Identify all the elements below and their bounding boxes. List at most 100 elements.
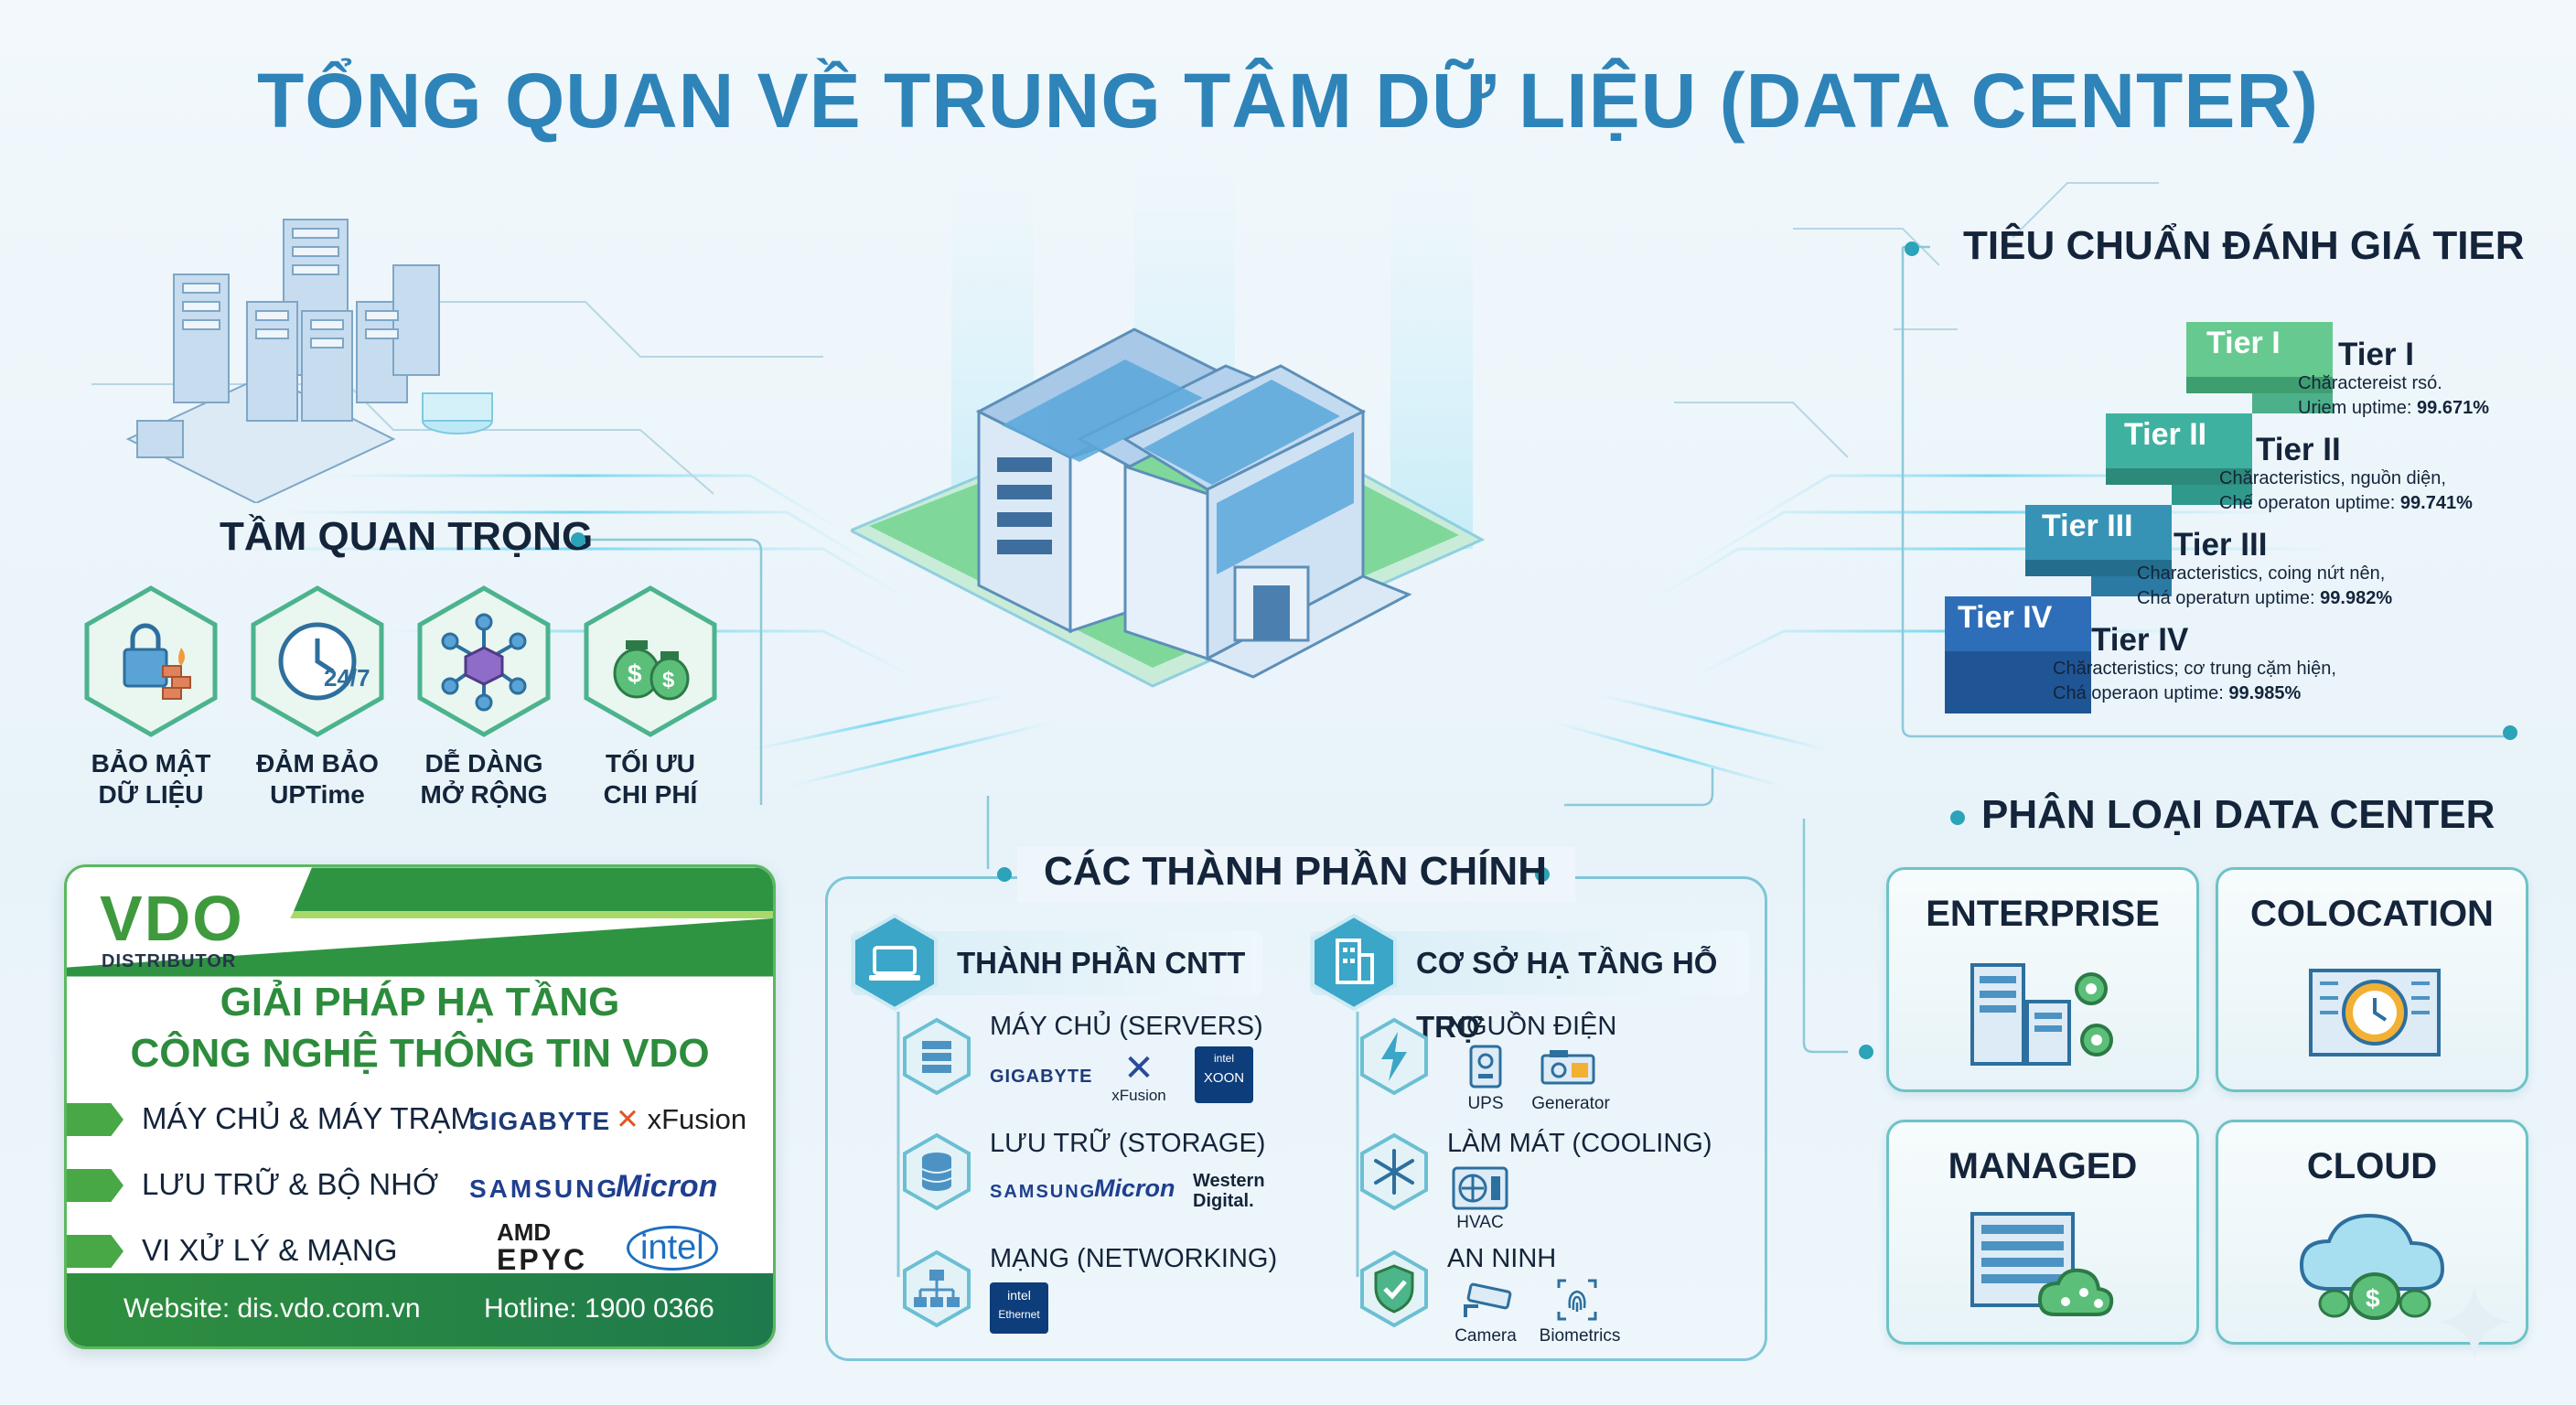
tier-connector-dot xyxy=(1905,241,1919,256)
clock-24-7-icon: 24/7 xyxy=(249,584,386,739)
tier-1-name: Tier I xyxy=(2338,337,2415,372)
storage-title: LƯU TRỮ (STORAGE) xyxy=(990,1129,1266,1158)
money-bags-icon: $ $ xyxy=(582,584,719,739)
vdo-row-processors: VI XỬ LÝ & MẠNG AMD EPYC intel xyxy=(67,1218,773,1281)
tier-4-desc: Chăracteristics; cơ trung cặm hiện, Chá … xyxy=(2053,659,2336,703)
it-tree-connector xyxy=(896,1012,900,1277)
page-title: TỔNG QUAN VỀ TRUNG TÂM DỮ LIỆU (DATA CEN… xyxy=(256,58,2319,144)
classification-side-dot xyxy=(1859,1045,1873,1059)
tier-step-1: Tier I xyxy=(2206,326,2281,360)
micron-logo: Micron xyxy=(616,1169,718,1204)
sparkle-icon xyxy=(2438,1285,2511,1358)
tier-3-name: Tier III xyxy=(2174,527,2268,563)
components-dot-left xyxy=(997,867,1012,882)
western-digital-logo: Western Digital. xyxy=(1193,1171,1265,1211)
vdo-logo: VDO xyxy=(100,883,244,954)
server-rack-icon xyxy=(903,1017,971,1096)
micron-logo: Micron xyxy=(1094,1174,1175,1202)
classification-connector-dot xyxy=(1950,810,1965,825)
ups-icon xyxy=(1469,1045,1502,1089)
ups-label: UPS xyxy=(1467,1094,1504,1113)
camera-icon xyxy=(1464,1282,1512,1317)
tier-staircase xyxy=(1945,322,2333,713)
server-gears-icon xyxy=(1970,963,2113,1066)
servers-title: MÁY CHỦ (SERVERS) xyxy=(990,1012,1263,1041)
tier-2-desc: Chăracteristics, nguồn diện, Chế operato… xyxy=(2219,468,2473,513)
shield-check-icon xyxy=(1360,1249,1428,1328)
networking-title: MẠNG (NETWORKING) xyxy=(990,1244,1278,1273)
vdo-distributor-label: DISTRIBUTOR xyxy=(102,951,237,971)
svg-text:$: $ xyxy=(662,668,675,692)
intel-logo: intel xyxy=(627,1226,718,1271)
importance-connector-dot xyxy=(571,532,585,547)
svg-text:$: $ xyxy=(2366,1284,2380,1313)
xfusion-logo: ✕ xFusion xyxy=(616,1103,747,1135)
managed-server-icon xyxy=(1970,1212,2114,1316)
vdo-contact-footer: Website: dis.vdo.com.vn Hotline: 1900 03… xyxy=(67,1273,773,1346)
class-card-colocation[interactable]: COLOCATION xyxy=(2216,867,2528,1092)
xfusion-logo: ✕ xFusion xyxy=(1111,1048,1166,1104)
vdo-solution-card: VDO DISTRIBUTOR GIẢI PHÁP HẠ TẦNG CÔNG N… xyxy=(64,864,776,1349)
vdo-row-servers: MÁY CHỦ & MÁY TRẠM GIGABYTE ✕ xFusion xyxy=(67,1094,773,1149)
components-dot-right xyxy=(1535,867,1550,882)
power-title: NGUỒN ĐIỆN xyxy=(1447,1012,1617,1041)
arrow-right-icon xyxy=(67,1103,123,1136)
class-card-managed[interactable]: MANAGED xyxy=(1886,1120,2199,1345)
tier-step-2: Tier II xyxy=(2124,417,2207,452)
network-cube-icon xyxy=(415,584,553,739)
building-icon xyxy=(1311,913,1397,1012)
components-title: CÁC THÀNH PHẦN CHÍNH xyxy=(1044,849,1547,894)
rack-clock-icon xyxy=(2309,969,2441,1056)
lightning-bolt-icon xyxy=(1360,1017,1428,1096)
vdo-website[interactable]: Website: dis.vdo.com.vn xyxy=(123,1293,421,1324)
vdo-heading: GIẢI PHÁP HẠ TẦNG CÔNG NGHỆ THÔNG TIN VD… xyxy=(130,980,710,1076)
biometrics-label: Biometrics xyxy=(1539,1326,1621,1346)
gigabyte-logo: GIGABYTE xyxy=(990,1067,1093,1087)
generator-icon xyxy=(1540,1050,1595,1085)
tier-2-name: Tier II xyxy=(2256,432,2341,467)
security-title: AN NINH xyxy=(1447,1244,1557,1273)
svg-text:$: $ xyxy=(628,660,642,688)
tier-3-desc: Characteristics, coing nứt nên, Chá oper… xyxy=(2137,563,2393,608)
cloud-money-icon: $ xyxy=(2299,1213,2445,1320)
infra-tree-connector xyxy=(1356,1012,1359,1277)
importance-title: TẦM QUAN TRỌNG xyxy=(220,514,594,559)
fingerprint-icon xyxy=(1557,1279,1597,1321)
vdo-row-storage: LƯU TRỮ & BỘ NHỚ SAMSUNG Micron xyxy=(67,1160,773,1215)
snowflake-icon xyxy=(1360,1132,1428,1211)
gigabyte-logo: GIGABYTE xyxy=(469,1107,611,1135)
intel-ethernet-chip-icon: intel Ethernet xyxy=(990,1282,1048,1334)
hvac-icon xyxy=(1452,1166,1508,1210)
tier-step-3: Tier III xyxy=(2042,509,2133,543)
hvac-label: HVAC xyxy=(1456,1213,1504,1232)
cooling-title: LÀM MÁT (COOLING) xyxy=(1447,1129,1712,1158)
svg-text:24/7: 24/7 xyxy=(324,664,370,692)
database-icon xyxy=(903,1132,971,1211)
arrow-right-icon xyxy=(67,1169,123,1202)
data-center-building-illustration xyxy=(851,327,1486,688)
tier-title: TIÊU CHUẨN ĐÁNH GIÁ TIER xyxy=(1963,223,2525,268)
tier-4-name: Tier IV xyxy=(2091,622,2189,658)
server-cluster-illustration xyxy=(125,219,493,503)
lock-firewall-icon xyxy=(82,584,220,739)
tier-step-4: Tier IV xyxy=(1958,600,2053,635)
class-card-enterprise[interactable]: ENTERPRISE xyxy=(1886,867,2199,1092)
vdo-card-header-bg xyxy=(67,867,773,977)
samsung-logo: SAMSUNG xyxy=(469,1174,620,1203)
classification-title: PHÂN LOẠI DATA CENTER xyxy=(1981,792,2496,837)
tier-bottom-dot xyxy=(2503,725,2517,740)
intel-xeon-chip-icon: intel XOON xyxy=(1195,1046,1253,1103)
camera-label: Camera xyxy=(1454,1326,1517,1346)
network-topology-icon xyxy=(903,1249,971,1328)
vdo-hotline[interactable]: Hotline: 1900 0366 xyxy=(484,1293,714,1324)
tier-1-desc: Chăractereist rsó. Uriem uptime: 99.671% xyxy=(2298,373,2489,418)
generator-label: Generator xyxy=(1531,1094,1610,1113)
components-title-bg xyxy=(1017,847,1575,902)
samsung-logo: SAMSUNG xyxy=(990,1182,1097,1202)
laptop-icon xyxy=(852,913,938,1012)
arrow-right-icon xyxy=(67,1235,123,1268)
